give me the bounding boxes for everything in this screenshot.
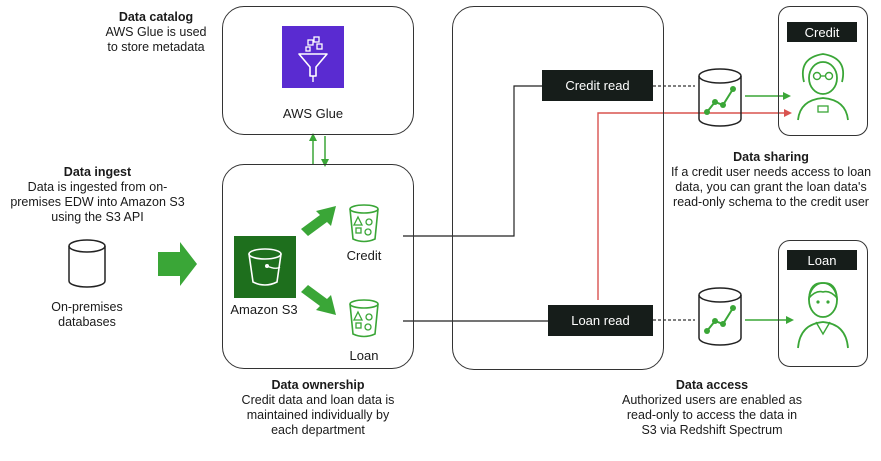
credit-bucket-link [403,85,542,237]
loan-user-avatar-icon [797,282,849,349]
glue-link-down-arrowhead [321,159,329,167]
catalog-annotation: Data catalog AWS Glue is used to store m… [100,10,212,55]
credit-user-avatar-icon [797,53,849,121]
access-annotation: Data access Authorized users are enabled… [622,378,802,438]
loan-bucket-icon [349,299,379,338]
catalog-title: Data catalog [118,10,194,24]
storage-container [222,164,414,369]
ingest-annotation: Data ingest Data is ingested from on-pre… [6,165,189,225]
sharing-title: Data sharing [733,150,809,164]
ingest-arrow [158,242,197,286]
loan-redshift-icon [698,287,742,346]
onprem-label: On-premises databases [51,300,123,329]
credit-bucket-label: Credit [346,248,382,263]
sharing-arrowhead [784,109,792,117]
loan-user-arrowhead [786,316,794,324]
credit-user-container [778,6,868,136]
credit-bucket-icon [349,204,379,243]
catalog-desc: AWS Glue is used to store metadata [105,25,207,54]
sharing-desc: If a credit user needs access to loan da… [670,165,872,209]
ingest-desc: Data is ingested from on-premises EDW in… [10,180,185,224]
loan-bucket-label: Loan [349,348,379,363]
ownership-annotation: Data ownership Credit data and loan data… [238,378,398,438]
ingest-title: Data ingest [63,165,132,179]
aws-glue-label: AWS Glue [282,106,344,121]
amazon-s3-label: Amazon S3 [230,302,298,317]
credit-user-arrowhead [783,92,791,100]
ownership-title: Data ownership [271,378,365,392]
ownership-desc: Credit data and loan data is maintained … [241,393,395,437]
credit-read-node: Credit read [542,70,653,101]
credit-user-label: Credit [787,22,857,42]
credit-redshift-icon [698,68,742,127]
loan-user-label: Loan [787,250,857,270]
aws-glue-icon [282,26,344,88]
loan-read-node: Loan read [548,305,653,336]
redshift-container [452,6,664,370]
loan-user-container [778,240,868,367]
sharing-line [597,112,786,300]
sharing-annotation: Data sharing If a credit user needs acce… [662,150,880,210]
amazon-s3-icon [234,236,296,298]
s3-credit-arrow [301,206,336,236]
access-desc: Authorized users are enabled as read-onl… [622,393,802,437]
glue-container [222,6,414,135]
s3-loan-arrow [301,285,336,315]
access-title: Data access [675,378,749,392]
glue-link-up-arrowhead [309,133,317,141]
database-icon [68,239,106,288]
